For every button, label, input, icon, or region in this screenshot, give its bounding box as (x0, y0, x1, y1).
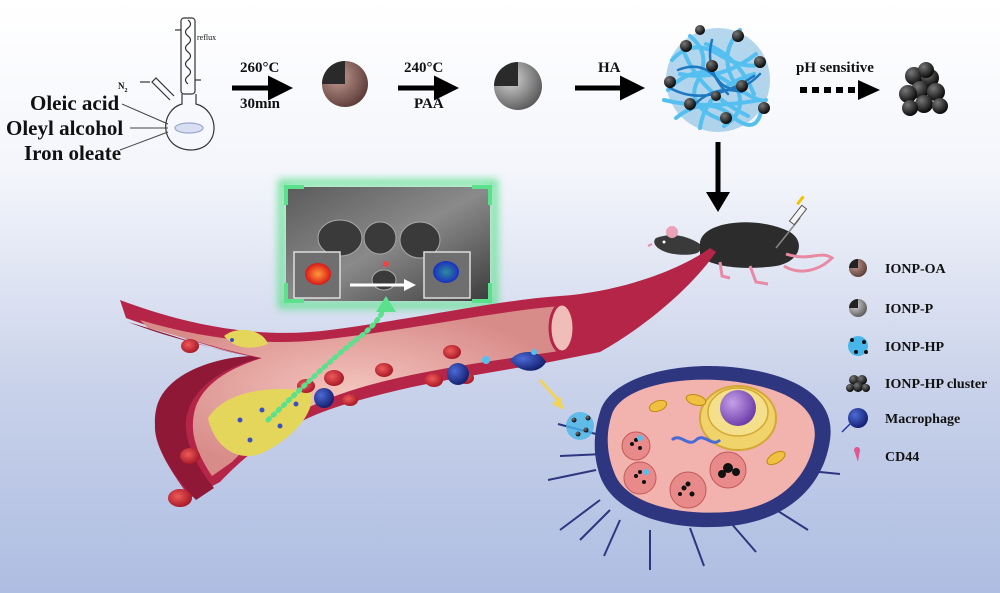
legend-label-macrophage: Macrophage (885, 412, 960, 427)
blood-vessel (120, 248, 716, 507)
legend: IONP-OA IONP-P IONP-HP IONP-HP cluster (841, 259, 987, 465)
legend-item-cluster: IONP-HP cluster (846, 375, 987, 392)
legend-label-ionp-oa: IONP-OA (885, 262, 947, 277)
macrophage-cell (547, 365, 841, 570)
legend-item-macrophage: Macrophage (841, 408, 960, 433)
legend-label-cd44: CD44 (885, 450, 919, 465)
condenser-label: reflux (197, 33, 216, 42)
step-arrow-4-dashed (800, 80, 880, 100)
reagent-oleic-acid: Oleic acid (30, 91, 120, 115)
step-4-condition: pH sensitive (796, 60, 874, 76)
ionp-hp-cluster (899, 62, 948, 116)
macrophage-icon (841, 408, 868, 433)
reflux-apparatus: reflux N2 (118, 17, 216, 151)
legend-item-ionp-p: IONP-P (849, 299, 934, 317)
legend-item-ionp-oa: IONP-OA (849, 259, 947, 277)
legend-label-ionp-p: IONP-P (885, 302, 934, 317)
ionp-hp-nanocomposite (662, 25, 770, 132)
mri-inset (278, 179, 498, 309)
gas-label: N2 (118, 81, 128, 94)
mitochondria (648, 394, 786, 466)
ionp-oa-core-cut (322, 61, 345, 84)
round-bottom-flask (140, 77, 215, 151)
step-1-temperature: 260°C (240, 60, 279, 76)
condenser (175, 17, 201, 95)
incoming-ionp-hp (566, 412, 594, 440)
zoom-arrow (538, 378, 564, 410)
legend-item-cd44: CD44 (854, 447, 919, 465)
legend-label-cluster: IONP-HP cluster (885, 377, 987, 392)
cluster-icon (846, 375, 870, 392)
legend-label-ionp-hp: IONP-HP (885, 340, 945, 355)
step-2-reagent: PAA (414, 96, 444, 112)
cd44-icon (854, 447, 860, 462)
reagent-iron-oleate: Iron oleate (24, 141, 121, 165)
gas-label-subscript: 2 (125, 88, 128, 94)
mri-frame-corners (284, 185, 492, 303)
down-arrow-injection (706, 142, 730, 212)
step-3-reagent: HA (598, 60, 621, 76)
imaging-trail (265, 303, 389, 423)
reagent-arrows (119, 103, 169, 151)
er-structure (670, 436, 722, 444)
vessel-macrophages (314, 349, 546, 408)
step-1-time: 30min (240, 96, 281, 112)
gas-label-main: N (118, 81, 125, 91)
step-2-temperature: 240°C (404, 60, 443, 76)
nucleus (699, 385, 777, 451)
plaque-small (224, 329, 268, 348)
reagent-oleyl-alcohol: Oleyl alcohol (6, 116, 123, 140)
ionp-p-core-cut (494, 62, 518, 86)
ionp-hp-icon (848, 336, 868, 356)
mouse-model (647, 195, 835, 286)
endosomes (621, 431, 747, 509)
syringe (775, 195, 808, 249)
legend-item-ionp-hp: IONP-HP (848, 336, 945, 356)
